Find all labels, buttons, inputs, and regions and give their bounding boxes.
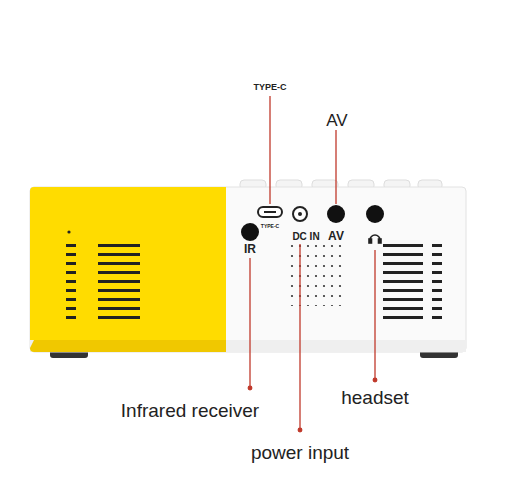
port-callout: AV [326,112,347,129]
port-marking: IR [244,243,256,255]
port-marking: AV [328,230,344,242]
part-label: headset [341,388,409,407]
headphone-icon [369,235,381,243]
part-label: power input [251,443,349,462]
port-marking: TYPE-C [261,224,279,229]
port-marking: DC IN [292,232,319,242]
part-label: Infrared receiver [121,401,259,420]
port-callout: TYPE-C [253,83,286,92]
